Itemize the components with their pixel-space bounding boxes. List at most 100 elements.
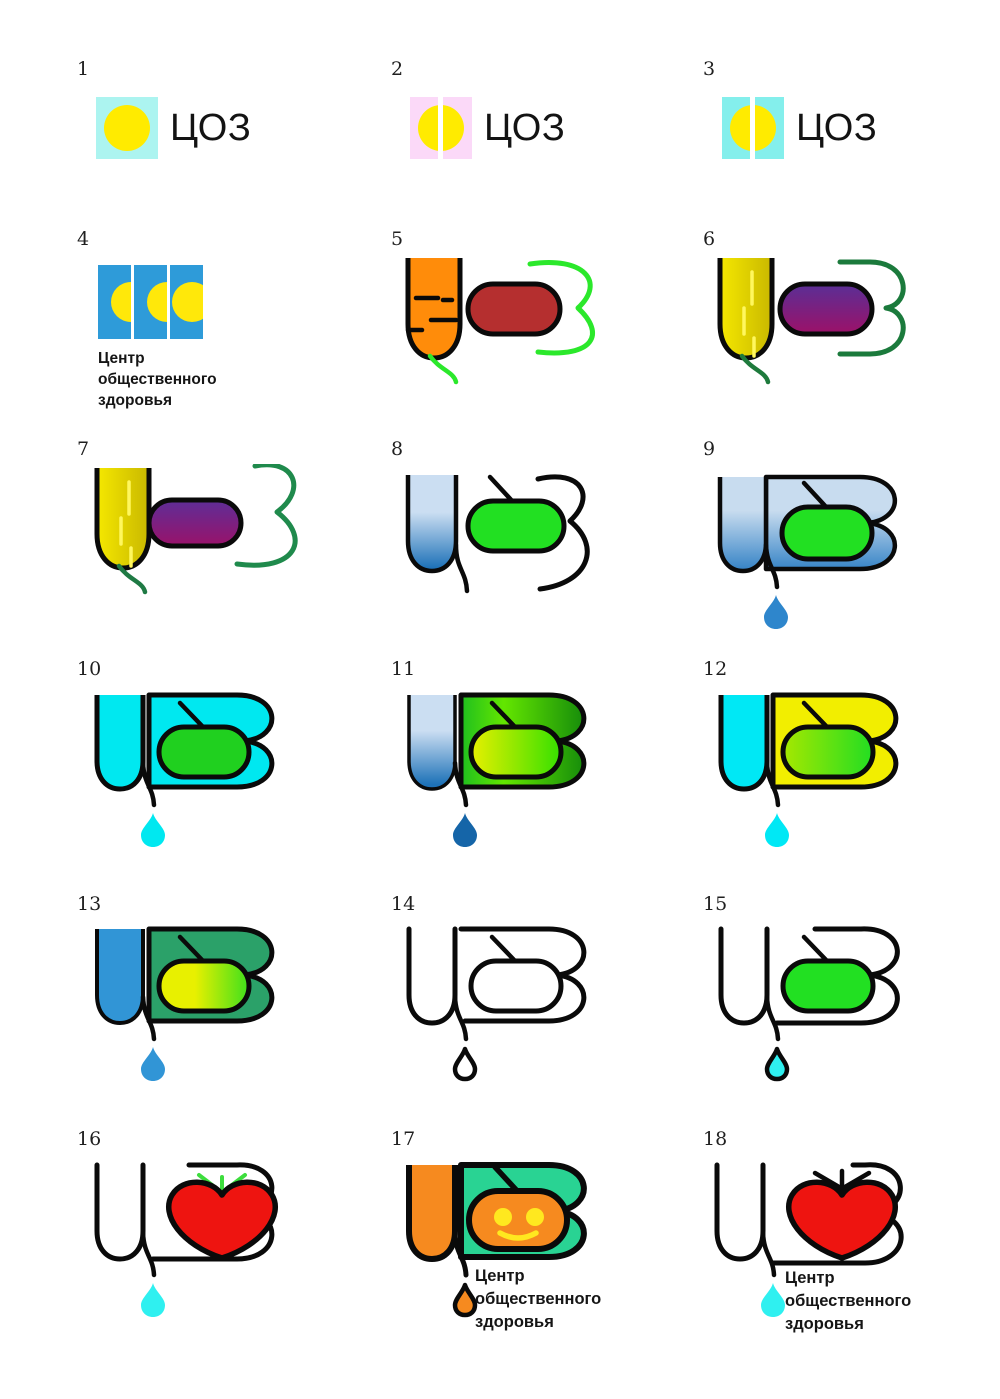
variant-number: 12 bbox=[703, 658, 728, 680]
wordmark: ЦОЗ bbox=[484, 106, 566, 149]
u-outline bbox=[718, 926, 770, 1026]
variant-number: 8 bbox=[391, 438, 404, 460]
variant-10-card: 10 bbox=[60, 648, 360, 883]
u-outline bbox=[406, 926, 458, 1026]
sun-icon bbox=[104, 105, 150, 151]
u-shape bbox=[406, 1165, 458, 1262]
tail-curl bbox=[453, 542, 470, 594]
badge-background bbox=[96, 97, 158, 159]
variant-number: 7 bbox=[77, 438, 90, 460]
variant-number: 2 bbox=[391, 58, 404, 80]
variant-5-card: 5 bbox=[374, 218, 674, 423]
split-divider bbox=[750, 97, 755, 159]
z-sprout-curve bbox=[234, 464, 298, 568]
variant-16-card: 16 bbox=[60, 1118, 360, 1393]
caption-line: Центр bbox=[475, 1267, 525, 1285]
corn-shape bbox=[94, 468, 152, 571]
water-drop bbox=[141, 1047, 165, 1081]
carrot-shape bbox=[405, 258, 463, 361]
tail-curl bbox=[452, 994, 469, 1042]
pill-shape bbox=[468, 724, 564, 780]
variant-number: 17 bbox=[391, 1128, 416, 1150]
z-sprout-curve bbox=[527, 260, 595, 356]
caption-line: здоровья bbox=[475, 1313, 554, 1331]
water-u-shape bbox=[405, 475, 459, 574]
sun-badge-logo: ЦОЗ bbox=[722, 97, 877, 159]
variant-number: 6 bbox=[703, 228, 716, 250]
variant-number: 4 bbox=[77, 228, 90, 250]
green-pill-shape bbox=[156, 724, 252, 780]
water-drop bbox=[764, 1046, 790, 1082]
tail-curl bbox=[452, 760, 469, 808]
caption-line: Центр bbox=[785, 1269, 835, 1287]
green-pill-shape bbox=[465, 498, 567, 554]
outline-ligature-icon bbox=[718, 926, 900, 1082]
water-drop bbox=[141, 1283, 165, 1317]
u-shape bbox=[95, 929, 145, 1025]
z-bracket-curve bbox=[837, 259, 906, 357]
caption-line: общественного bbox=[785, 1292, 912, 1310]
water-drop bbox=[141, 813, 165, 847]
u-shape bbox=[94, 695, 146, 792]
variant-8-card: 8 bbox=[374, 428, 674, 643]
variant-15-card: 15 bbox=[686, 883, 986, 1118]
outline-ligature-icon bbox=[406, 926, 587, 1082]
caption-line: здоровья bbox=[98, 392, 173, 409]
corn-eggplant-logo-icon bbox=[94, 464, 298, 595]
sprout-tail bbox=[427, 353, 459, 385]
water-drop bbox=[765, 813, 789, 847]
sprout-tail bbox=[116, 563, 148, 595]
u-shape bbox=[407, 695, 457, 791]
tomato-shape bbox=[165, 1179, 279, 1261]
pill-shape bbox=[780, 724, 876, 780]
variant-number: 13 bbox=[77, 893, 102, 915]
corn-streaks bbox=[742, 270, 756, 358]
tomato-pill-shape bbox=[465, 281, 563, 337]
tile bbox=[98, 265, 131, 339]
caption-line: общественного bbox=[475, 1290, 602, 1308]
carrot-marks bbox=[405, 295, 459, 333]
merged-water-logo-icon bbox=[717, 474, 897, 629]
org-name-caption: Центр общественного здоровья bbox=[785, 1267, 911, 1336]
tile bbox=[134, 265, 167, 339]
variant-13-card: 13 bbox=[60, 883, 360, 1118]
pill-outline bbox=[468, 958, 564, 1014]
water-veg-logo-icon bbox=[405, 474, 590, 594]
variant-1-card: 1 ЦОЗ bbox=[60, 48, 360, 213]
sun-icon bbox=[111, 282, 131, 322]
pumpkin-eye bbox=[494, 1208, 512, 1226]
org-name-caption: Центр общественного здоровья bbox=[475, 1265, 601, 1334]
wordmark: ЦОЗ bbox=[170, 106, 252, 149]
green-pill-shape bbox=[779, 504, 875, 562]
tsoz-ligature-icon bbox=[718, 692, 899, 847]
corn-streaks bbox=[119, 480, 133, 568]
variant-3-card: 3 ЦОЗ bbox=[686, 48, 986, 213]
tsoz-ligature-icon bbox=[94, 692, 275, 847]
pill-shape bbox=[156, 958, 252, 1014]
water-drop bbox=[453, 813, 477, 847]
tail-curl bbox=[763, 542, 780, 590]
caption-line: здоровья bbox=[785, 1315, 864, 1333]
tail-curl bbox=[140, 994, 157, 1042]
tail-curl bbox=[760, 1230, 777, 1278]
variant-14-card: 14 bbox=[374, 883, 674, 1118]
variant-number: 5 bbox=[391, 228, 404, 250]
variant-4-card: 4 Центр общественного здоровья bbox=[60, 218, 360, 423]
tile bbox=[170, 265, 203, 339]
water-drop bbox=[761, 1283, 785, 1317]
variant-number: 18 bbox=[703, 1128, 728, 1150]
drop-outline bbox=[452, 1046, 478, 1082]
sprout-tail bbox=[739, 353, 771, 385]
badge-background bbox=[410, 97, 472, 159]
tail-curl bbox=[140, 1230, 157, 1278]
caption-line: Центр bbox=[98, 350, 145, 367]
sun-badge-logo: ЦОЗ bbox=[96, 97, 251, 159]
variant-number: 3 bbox=[703, 58, 716, 80]
variant-number: 16 bbox=[77, 1128, 102, 1150]
split-divider bbox=[438, 97, 443, 159]
variant-6-card: 6 bbox=[686, 218, 986, 423]
variant-18-card: 18 Центр общественного здоровья bbox=[686, 1118, 986, 1393]
z-curve bbox=[535, 474, 590, 592]
variant-2-card: 2 ЦОЗ bbox=[374, 48, 674, 213]
